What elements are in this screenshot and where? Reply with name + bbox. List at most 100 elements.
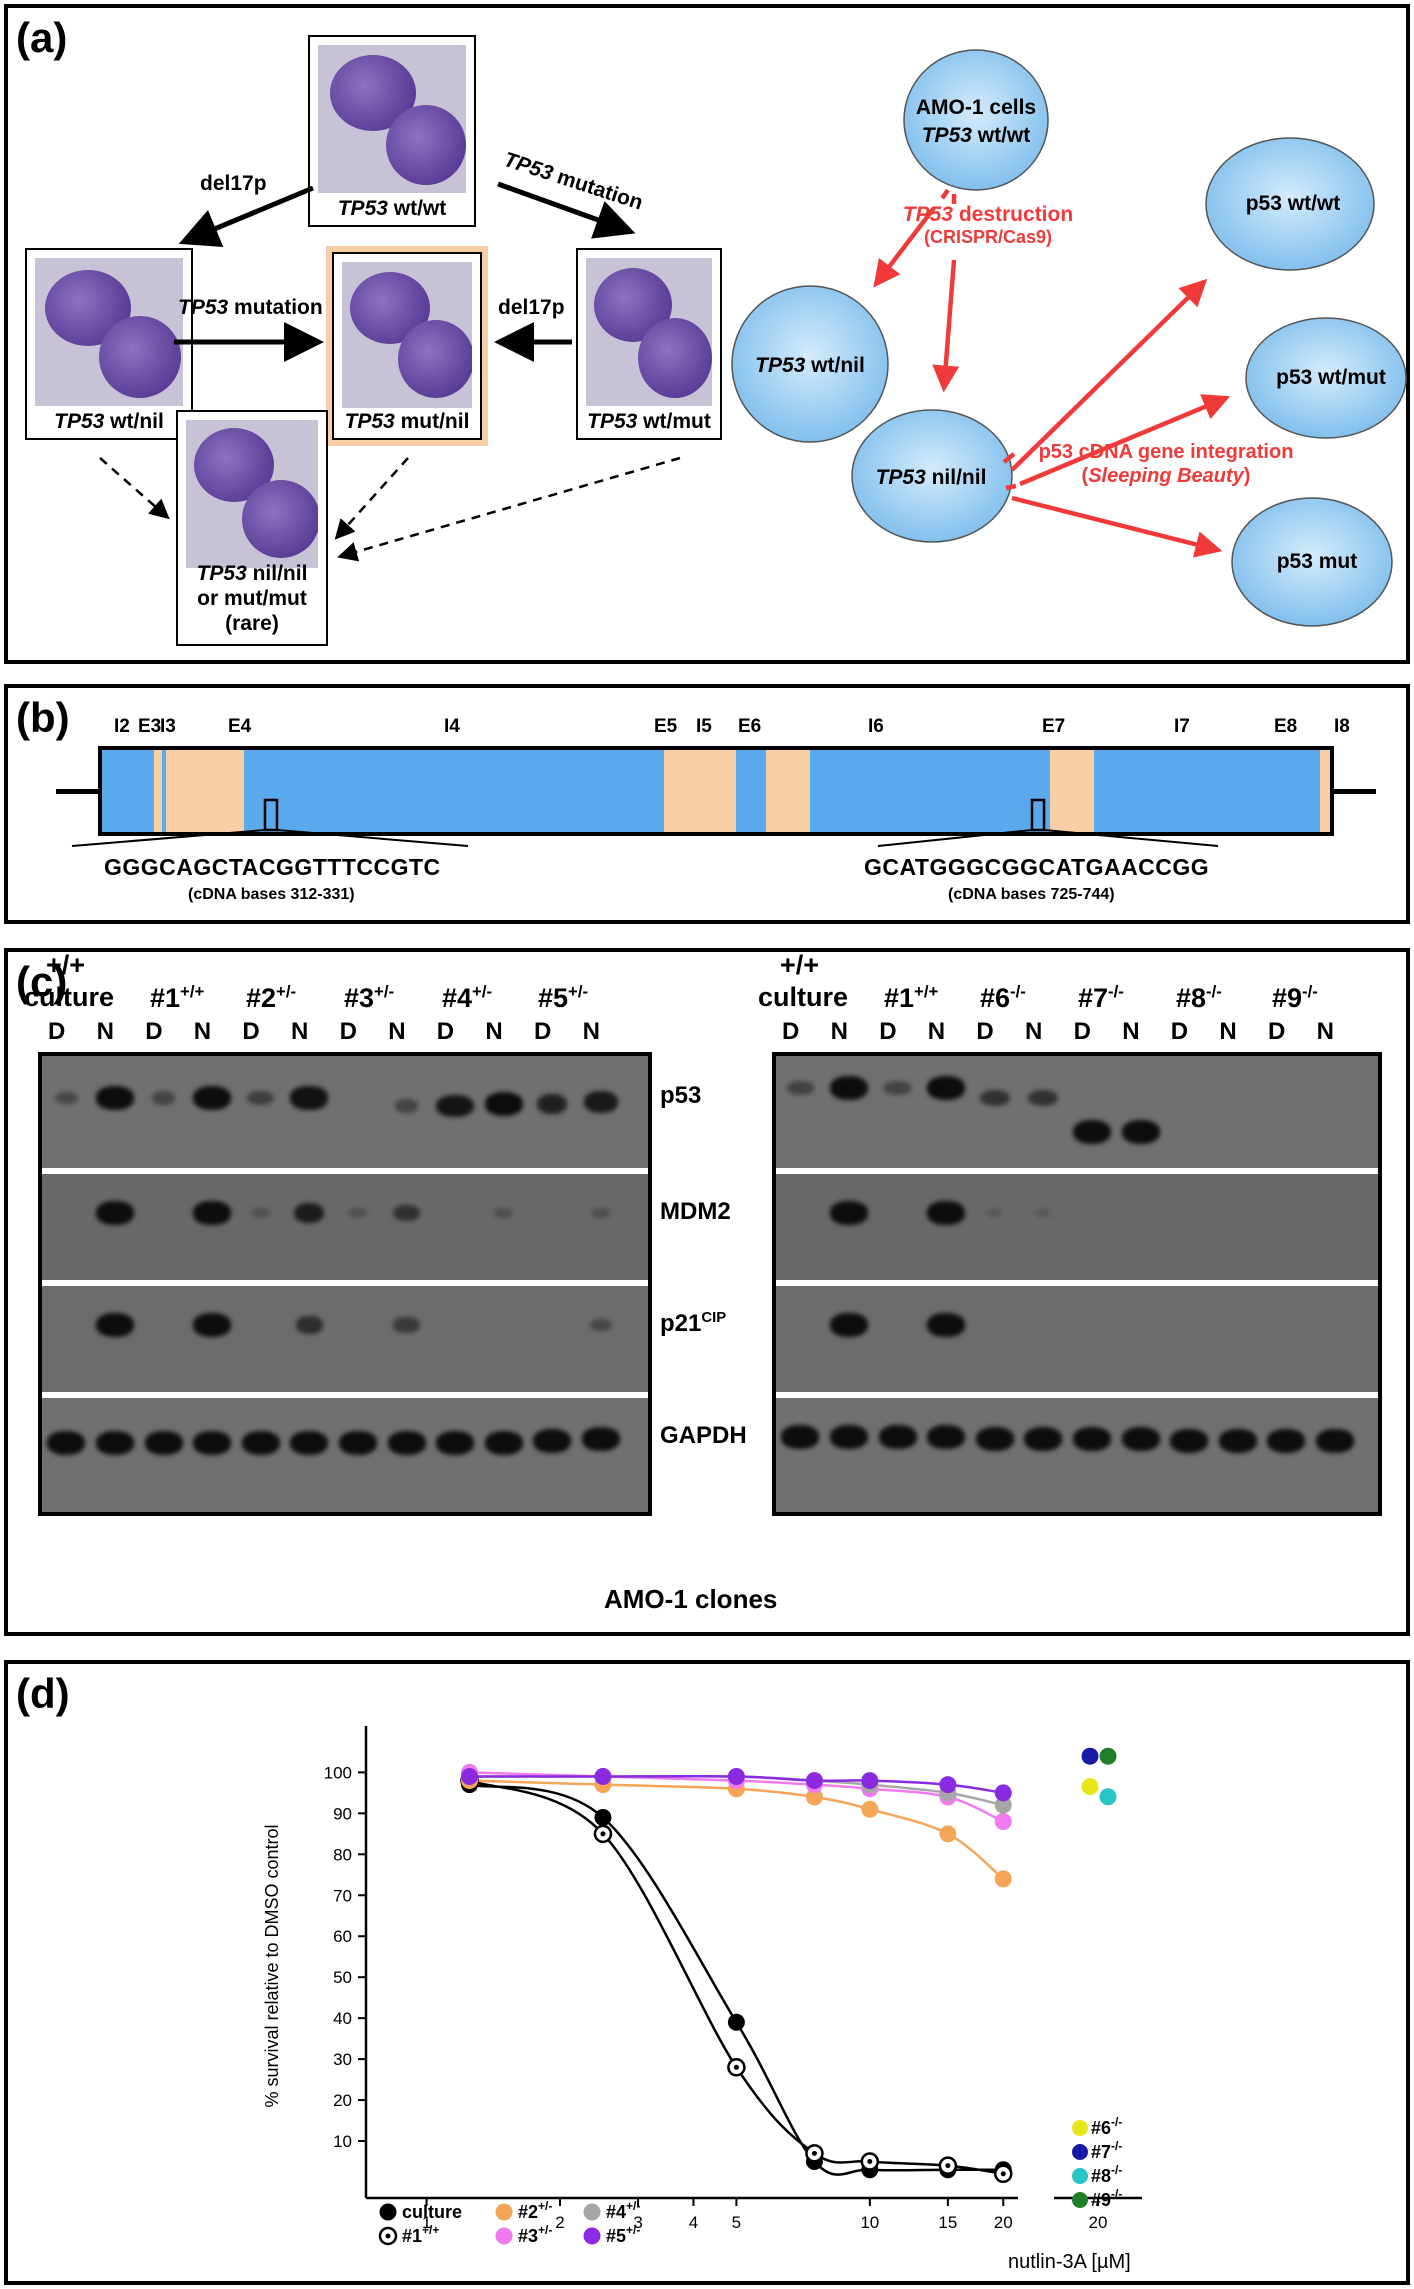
- cell-wt-mut: TP53 wt/mut: [576, 248, 722, 440]
- scheme-cell-amo1: [903, 49, 1049, 191]
- panel-c: (c) +/+culture#1+/+#2+/-#3+/-#4+/-#5+/-D…: [4, 948, 1410, 1636]
- blot-band: [581, 1427, 620, 1451]
- pathway-arrows: [99, 181, 681, 562]
- out1-label: p53 wt/wt: [1245, 192, 1341, 215]
- blot-band: [193, 1201, 232, 1225]
- blot-band: [829, 1425, 868, 1449]
- blot-footer: AMO-1 clones: [604, 1584, 778, 1614]
- data-point: [727, 2013, 745, 2031]
- panel-d-label: (d): [16, 1670, 70, 1717]
- dose-response-chart: % survival relative to DMSO control nutl…: [262, 1726, 1142, 2273]
- region-label: I3: [160, 716, 176, 737]
- blot-band: [144, 1431, 183, 1455]
- cell-photo: [35, 258, 183, 406]
- data-point: [861, 1800, 879, 1818]
- data-point: [594, 1808, 612, 1826]
- clone-header: #4+/-: [442, 982, 493, 1013]
- blot-band: [1072, 1427, 1111, 1451]
- blot-band: [290, 1431, 329, 1455]
- legend-label: culture: [402, 2202, 462, 2222]
- region-label: I4: [444, 716, 460, 737]
- blot-band: [1218, 1429, 1257, 1453]
- blot-band: [987, 1208, 1003, 1218]
- gene-line-right: [1330, 789, 1376, 794]
- x-tick-label: 4: [689, 2213, 698, 2232]
- blot-band: [47, 1431, 86, 1455]
- blot-band: [533, 1429, 572, 1453]
- blot-band: [436, 1431, 475, 1455]
- series-line: [469, 1779, 1004, 2176]
- blot-right: [772, 1052, 1382, 1516]
- blot-strip: [776, 1398, 1378, 1512]
- lane-label: N: [830, 1018, 848, 1045]
- data-point-center: [945, 2163, 951, 2169]
- label-del17p-right: del17p: [498, 296, 565, 319]
- lane-label: D: [782, 1018, 800, 1045]
- side-data-point: [1081, 1747, 1099, 1765]
- y-tick-label: 20: [333, 2091, 352, 2110]
- exon-block: [1050, 750, 1094, 832]
- exon-block: [166, 750, 244, 832]
- side-data-point: [1081, 1778, 1099, 1796]
- y-tick-label: 60: [333, 1927, 352, 1946]
- blot-strip: [42, 1174, 648, 1280]
- side-legend-label: #6-/-: [1091, 2115, 1122, 2138]
- exon-block: [766, 750, 810, 832]
- sequence-2-note: (cDNA bases 725-744): [948, 886, 1115, 903]
- panel-c-label: (c): [16, 958, 68, 1005]
- clone-header: #3+/-: [344, 982, 395, 1013]
- side-legend-label: #7-/-: [1091, 2139, 1122, 2162]
- side-legend-label: #9-/-: [1091, 2187, 1122, 2210]
- region-label: E4: [228, 716, 252, 737]
- exon-block: [1320, 750, 1330, 832]
- legend-marker-center: [385, 2233, 391, 2239]
- panel-b-label: (b): [16, 694, 70, 741]
- side-tick-label: 20: [1089, 2213, 1108, 2232]
- clone-header: #6-/-: [980, 982, 1026, 1013]
- legend-label: #3+/-: [518, 2223, 552, 2246]
- y-tick-label: 90: [333, 1804, 352, 1823]
- cell-nil-nil: TP53 nil/nil or mut/mut (rare): [176, 410, 328, 646]
- blot-band: [152, 1091, 175, 1105]
- blot-band: [1267, 1429, 1306, 1453]
- x-tick-label: 20: [994, 2213, 1013, 2232]
- cell-photo: [342, 262, 472, 408]
- blot-band: [193, 1086, 232, 1110]
- y-axis-label: % survival relative to DMSO control: [262, 1824, 282, 2107]
- cell-wt-wt: TP53 wt/wt: [308, 35, 476, 227]
- scheme-nilnil-label: TP53 nil/nil: [875, 466, 987, 489]
- arrow-dashed-1: [99, 457, 170, 520]
- series-line: [469, 1783, 1004, 2176]
- blot-band: [591, 1207, 611, 1219]
- scheme-wtnil-label: TP53 wt/nil: [755, 354, 865, 377]
- sequence-2: GCATGGGCGGCATGAACCGG: [864, 854, 1210, 880]
- clone-header: #9-/-: [1272, 982, 1318, 1013]
- lane-label: D: [436, 1018, 455, 1045]
- blot-band: [1170, 1429, 1209, 1453]
- blot-strip: [776, 1056, 1378, 1168]
- blot-band: [829, 1313, 868, 1337]
- blot-band: [393, 1204, 420, 1222]
- blot-band: [979, 1089, 1010, 1107]
- blot-band: [829, 1201, 868, 1225]
- blot-band: [1028, 1089, 1059, 1107]
- data-point: [727, 1767, 745, 1785]
- side-legend-marker: [1072, 2168, 1088, 2184]
- data-point: [994, 1870, 1012, 1888]
- cell-caption: TP53 wt/mut: [587, 410, 711, 433]
- region-label: E8: [1274, 716, 1298, 737]
- lane-label: D: [1268, 1018, 1286, 1045]
- blot-band: [927, 1313, 966, 1337]
- y-tick-label: 100: [324, 1763, 352, 1782]
- blot-band: [1024, 1427, 1063, 1451]
- y-tick-label: 30: [333, 2050, 352, 2069]
- data-point: [939, 1776, 957, 1794]
- blot-band: [878, 1425, 917, 1449]
- data-point: [805, 1788, 823, 1806]
- legend-marker: [495, 2203, 513, 2221]
- out2-label: p53 wt/mut: [1276, 366, 1386, 389]
- blot-band: [494, 1207, 514, 1219]
- scheme-cell-out2: [1245, 317, 1407, 439]
- lane-label: N: [96, 1018, 114, 1045]
- panel-d: (d) % survival relative to DMSO control …: [4, 1660, 1410, 2285]
